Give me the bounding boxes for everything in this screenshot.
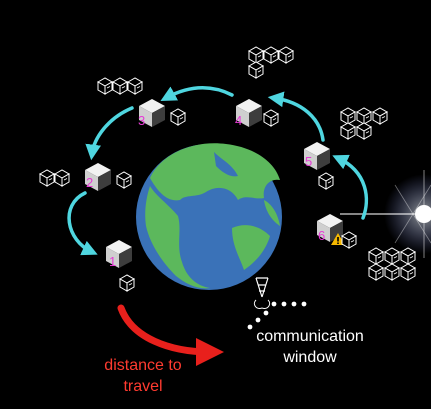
communication-window-dots — [247, 301, 307, 330]
distance-to-travel-line-2: travel — [123, 378, 163, 395]
satellite-number: 6 — [318, 228, 325, 243]
communication-window-line-1: communication — [256, 328, 364, 345]
satellite-2: 2 — [85, 163, 111, 191]
package-icon — [119, 274, 135, 292]
satellite-4: 4 — [235, 99, 262, 128]
distance-arrow — [117, 304, 224, 366]
orbit-arrow-3-to-2 — [85, 106, 134, 161]
satellite-6: 6 — [317, 214, 343, 243]
satellite-number: 3 — [138, 113, 145, 128]
communication-window-label: communication window — [240, 326, 380, 368]
star-flare-icon — [340, 170, 431, 258]
satellite-1: 1 — [106, 240, 132, 269]
distance-to-travel-label: distance to travel — [92, 355, 194, 397]
satellite-number: 2 — [86, 175, 93, 190]
satellite-number: 1 — [109, 254, 116, 269]
earth-icon — [136, 143, 282, 290]
distance-to-travel-line-1: distance to — [104, 357, 182, 374]
satellite-number: 4 — [235, 113, 242, 128]
orbit-arrows — [67, 86, 369, 256]
antenna-icon — [253, 277, 271, 309]
satellite-number: 5 — [305, 154, 312, 169]
package-stack — [318, 107, 388, 190]
satellite-5: 5 — [304, 142, 330, 170]
orbit-arrow-2-to-1 — [67, 191, 98, 256]
communication-window-line-2: window — [283, 349, 337, 366]
orbit-arrow-6-to-5 — [332, 154, 369, 220]
satellite-3: 3 — [138, 99, 165, 128]
orbit-arrow-5-to-4 — [267, 91, 325, 142]
orbit-arrow-4-to-3 — [160, 86, 234, 102]
